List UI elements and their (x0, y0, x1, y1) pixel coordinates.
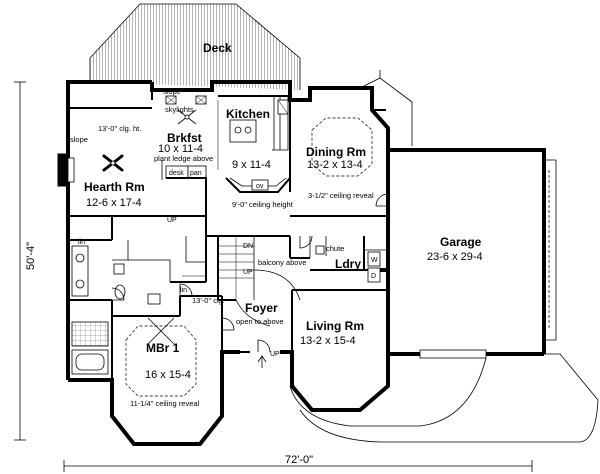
linen-top-label: lin (78, 239, 85, 246)
entry-up-label: UP (270, 351, 280, 358)
foyer-labels: Foyer open to above balcony above 13'-0"… (192, 258, 306, 326)
master-labels: MBr 1 16 x 15-4 11-1/4" ceiling reveal (130, 341, 200, 408)
stair-up-bottom: UP (243, 269, 253, 276)
foyer-ceiling-note: 13'-0" clg. (192, 296, 225, 305)
stair-treads (218, 236, 254, 300)
kitchen-ceiling-note: 9'-0" ceiling height (232, 200, 294, 209)
deck-label: Deck (203, 41, 232, 55)
breakfast-slope: slope (163, 87, 181, 96)
washer-label: W (371, 257, 378, 264)
living-labels: Living Rm 13-2 x 15-4 (300, 319, 364, 347)
dining-labels: Dining Rm 13-2 x 13-4 3-1/2" ceiling rev… (306, 145, 374, 200)
bath-labels: lin lin (78, 239, 187, 294)
door-swings (111, 193, 389, 353)
master-ceiling-reveal (125, 325, 197, 397)
breakfast-skylights: skylights (165, 105, 194, 114)
garage-name: Garage (440, 235, 482, 249)
laundry-labels: chute Ldry W D (326, 244, 378, 280)
dining-ceiling-reveal (311, 117, 373, 177)
overall-depth-label: 50'-4" (25, 242, 37, 270)
stair-dn: DN (243, 243, 253, 250)
breakfast-name: Brkfst (167, 131, 202, 145)
hearth-ceiling-note: 13'-0" clg. ht. (98, 124, 141, 133)
chute-label: chute (326, 244, 344, 253)
dimension-depth: 50'-4" (14, 81, 37, 441)
dryer-label: D (371, 273, 376, 280)
entry-arrow (257, 355, 267, 368)
exterior-walls (66, 80, 546, 446)
laundry-name: Ldry (335, 257, 361, 271)
ceiling-fan-master (147, 317, 175, 345)
kitchen-labels: Kitchen 9 x 11-4 9'-0" ceiling height (226, 107, 294, 209)
breakfast-dims: 10 x 11-4 (158, 143, 203, 155)
linen-label: lin (180, 287, 187, 294)
garage-dims: 23-6 x 29-4 (427, 251, 483, 263)
garage-labels: Garage 23-6 x 29-4 (427, 235, 483, 263)
balcony-note: balcony above (258, 258, 306, 267)
pantry-label: pan (190, 170, 202, 177)
overall-width-label: 72'-0" (285, 454, 313, 466)
desk-label: desk (169, 170, 184, 177)
dining-dims: 13-2 x 13-4 (307, 159, 363, 171)
breakfast-note: plant ledge above (154, 154, 213, 163)
kitchen-dims: 9 x 11-4 (232, 159, 271, 171)
master-name: MBr 1 (146, 341, 180, 355)
hearth-name: Hearth Rm (84, 180, 145, 194)
hearth-labels: slope 13'-0" clg. ht. Hearth Rm 12-6 x 1… (70, 124, 202, 209)
hearth-dims: 12-6 x 17-4 (86, 197, 142, 209)
oven-label: ov (256, 183, 264, 190)
hearth-slope: slope (70, 135, 88, 144)
site-outline (289, 70, 599, 443)
bath-fixtures (71, 245, 206, 375)
skylights (165, 95, 207, 105)
deck: Deck (89, 3, 301, 90)
living-dims: 13-2 x 15-4 (300, 335, 356, 347)
dining-note: 3-1/2" ceiling reveal (308, 191, 374, 200)
ceiling-fan-hearth (102, 154, 124, 172)
breakfast-labels: slope skylights Brkfst 10 x 11-4 plant l… (154, 87, 213, 163)
foyer-name: Foyer (245, 301, 278, 315)
fireplace (57, 153, 75, 187)
dining-name: Dining Rm (306, 145, 366, 159)
dimension-width: 72'-0" (63, 454, 533, 472)
interior-walls: ov (68, 82, 388, 380)
foyer-note: open to above (236, 317, 284, 326)
master-dims: 16 x 15-4 (145, 369, 191, 381)
kitchen-name: Kitchen (226, 107, 270, 121)
stair-labels: UP DN UP UP (167, 217, 280, 358)
living-name: Living Rm (306, 319, 364, 333)
stair-up-top: UP (167, 217, 177, 224)
master-note: 11-1/4" ceiling reveal (130, 399, 200, 408)
garage-door-track (419, 159, 557, 359)
ceiling-fan-breakfast (177, 109, 197, 125)
